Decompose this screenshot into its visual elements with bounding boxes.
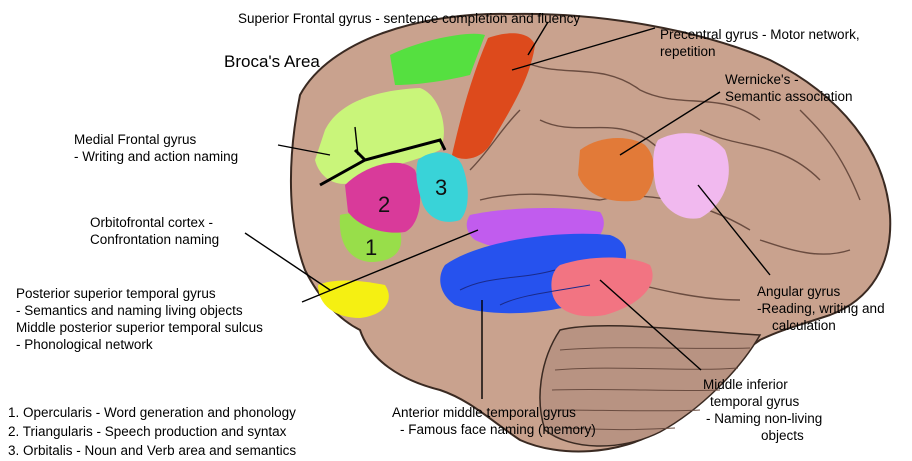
label-wernicke-line2: Semantic association: [725, 88, 853, 105]
label-superior-frontal: Superior Frontal gyrus - sentence comple…: [238, 10, 580, 27]
label-middle-inferior-line3: - Naming non-living: [703, 410, 822, 427]
broca-legend: 1. Opercularis - Word generation and pho…: [8, 403, 296, 460]
label-angular: Angular gyrus -Reading, writing and calc…: [757, 283, 885, 334]
label-anterior-line2: - Famous face naming (memory): [392, 421, 596, 438]
label-angular-line3: calculation: [757, 317, 885, 334]
label-precentral-line1: Precentral gyrus - Motor network,: [660, 26, 860, 43]
label-middle-inferior-line1: Middle inferior: [703, 376, 822, 393]
region-number-1: 1: [365, 235, 377, 260]
label-posterior-line4: - Phonological network: [16, 336, 263, 353]
label-posterior-line3: Middle posterior superior temporal sulcu…: [16, 319, 263, 336]
label-posterior-temporal: Posterior superior temporal gyrus - Sema…: [16, 285, 263, 353]
orbitofrontal-region: [318, 280, 389, 318]
label-orbitofrontal-line2: Confrontation naming: [90, 231, 219, 248]
label-medial-frontal-line1: Medial Frontal gyrus: [74, 131, 238, 148]
label-posterior-line1: Posterior superior temporal gyrus: [16, 285, 263, 302]
label-wernicke: Wernicke's - Semantic association: [725, 71, 853, 105]
region-number-2: 2: [378, 192, 390, 217]
label-orbitofrontal: Orbitofrontal cortex - Confrontation nam…: [90, 214, 219, 248]
label-middle-inferior-line2: temporal gyrus: [703, 393, 822, 410]
label-precentral-line2: repetition: [660, 43, 860, 60]
legend-item-triangularis: 2. Triangularis - Speech production and …: [8, 422, 296, 441]
legend-item-opercularis: 1. Opercularis - Word generation and pho…: [8, 403, 296, 422]
label-anterior-middle-temporal: Anterior middle temporal gyrus - Famous …: [392, 404, 596, 438]
label-precentral: Precentral gyrus - Motor network, repeti…: [660, 26, 860, 60]
label-orbitofrontal-line1: Orbitofrontal cortex -: [90, 214, 219, 231]
label-middle-inferior: Middle inferior temporal gyrus - Naming …: [703, 376, 822, 444]
label-angular-line2: -Reading, writing and: [757, 300, 885, 317]
label-anterior-line1: Anterior middle temporal gyrus: [392, 404, 596, 421]
label-broca-area: Broca's Area: [224, 52, 320, 72]
label-posterior-line2: - Semantics and naming living objects: [16, 302, 263, 319]
label-wernicke-line1: Wernicke's -: [725, 71, 853, 88]
label-medial-frontal: Medial Frontal gyrus - Writing and actio…: [74, 131, 238, 165]
region-number-3: 3: [435, 175, 447, 200]
label-middle-inferior-line4: objects: [703, 427, 822, 444]
label-medial-frontal-line2: - Writing and action naming: [74, 148, 238, 165]
legend-item-orbitalis: 3. Orbitalis - Noun and Verb area and se…: [8, 441, 296, 460]
label-angular-line1: Angular gyrus: [757, 283, 885, 300]
